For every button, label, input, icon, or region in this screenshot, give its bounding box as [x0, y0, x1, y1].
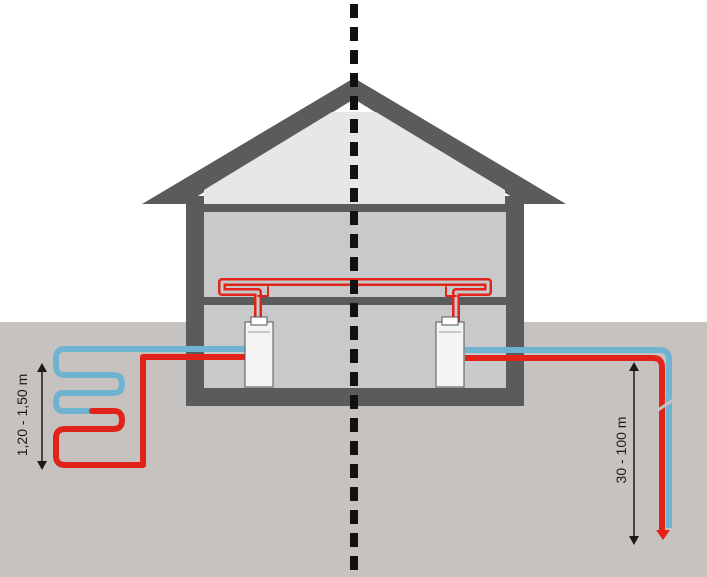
heating-pipe-split-left — [257, 286, 269, 297]
horizontal-depth-dimension: 1,20 - 1,50 m — [14, 363, 47, 470]
cold-probe-pipe — [465, 347, 672, 528]
warm-probe-pipe — [465, 355, 665, 530]
horizontal-depth-label: 1,20 - 1,50 m — [14, 374, 30, 457]
probe-break-mark — [654, 396, 677, 414]
heat-pump-unit-icon — [244, 316, 274, 388]
warm-collector-pipe — [53, 354, 248, 468]
heating-pipe-split-right — [445, 286, 457, 297]
vertical-probe — [465, 347, 677, 540]
vertical-depth-dimension: 30 - 100 m — [613, 362, 639, 545]
heat-pump-unit-icon — [435, 316, 465, 388]
vertical-depth-label: 30 - 100 m — [613, 417, 629, 484]
roof — [142, 78, 566, 204]
cold-collector-pipe — [53, 346, 248, 414]
attic-room — [204, 112, 505, 204]
horizontal-collector — [53, 346, 248, 468]
arrow-down-icon — [656, 530, 670, 540]
